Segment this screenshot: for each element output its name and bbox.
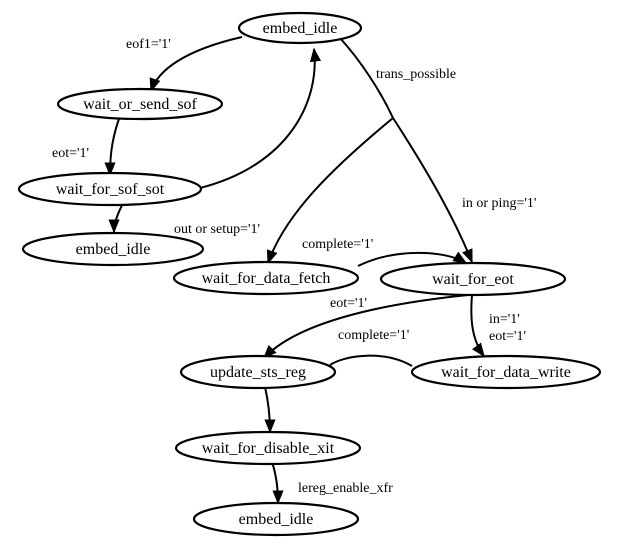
state-label: wait_or_send_sof <box>83 96 197 113</box>
state-label: wait_for_eot <box>432 271 514 288</box>
state-wait-for-eot: wait_for_eot <box>379 261 567 297</box>
label-eof1: eof1='1' <box>126 37 171 52</box>
edge-embed-idle-to-trans-junction <box>339 37 394 119</box>
label-out-or-setup: out or setup='1' <box>174 222 260 237</box>
state-wait-or-send-sof: wait_or_send_sof <box>56 87 224 121</box>
edge-wait-for-data-write-to-update-sts-reg <box>329 354 413 367</box>
edge-junction-to-wait-for-data-fetch <box>266 117 394 265</box>
state-label: wait_for_disable_xit <box>202 440 335 457</box>
state-label: update_sts_reg <box>210 364 306 381</box>
transitions <box>104 36 485 505</box>
state-embed-idle-bottom: embed_idle <box>192 501 360 537</box>
state-label: embed_idle <box>76 241 151 258</box>
label-lereg-enable-xfr: lereg_enable_xfr <box>298 481 393 496</box>
transition-labels: eof1='1' trans_possible eot='1' in or pi… <box>52 37 536 496</box>
state-label: embed_idle <box>239 511 314 528</box>
state-label: wait_for_sof_sot <box>56 181 165 198</box>
state-wait-for-data-write: wait_for_data_write <box>410 354 602 390</box>
edge-junction-to-wait-for-eot <box>392 117 473 264</box>
edge-embed-idle-to-wait-or-send-sof <box>149 36 243 93</box>
edge-wait-or-send-sof-to-wait-for-sof-sot <box>104 115 121 177</box>
state-label: wait_for_data_write <box>441 364 571 381</box>
state-label: embed_idle <box>263 20 338 37</box>
edge-wait-for-eot-to-update-sts-reg <box>263 294 469 360</box>
label-complete-write: complete='1' <box>338 328 409 343</box>
state-wait-for-sof-sot: wait_for_sof_sot <box>17 171 203 207</box>
label-trans-possible: trans_possible <box>376 67 456 82</box>
label-eot-top: eot='1' <box>52 146 89 161</box>
edge-wait-for-sof-sot-to-embed-idle <box>199 47 322 189</box>
state-wait-for-data-fetch: wait_for_data_fetch <box>172 260 360 296</box>
edge-update-sts-reg-to-wait-for-disable-xit <box>264 386 276 434</box>
state-embed-idle-left: embed_idle <box>21 231 205 267</box>
label-in-or-ping: in or ping='1' <box>462 196 536 211</box>
state-update-sts-reg: update_sts_reg <box>179 354 337 390</box>
label-in-eot-line1: in='1' <box>489 312 520 327</box>
state-wait-for-disable-xit: wait_for_disable_xit <box>174 430 362 466</box>
edge-wait-for-disable-xit-to-embed-idle-bottom <box>271 461 284 505</box>
label-in-eot-line2: eot='1' <box>489 329 526 344</box>
edge-wait-for-eot-to-wait-for-data-write <box>470 294 485 358</box>
label-eot-mid: eot='1' <box>330 296 367 311</box>
label-complete-fetch: complete='1' <box>302 237 373 252</box>
edge-wait-for-data-fetch-to-wait-for-eot <box>357 251 468 267</box>
state-label: wait_for_data_fetch <box>202 270 331 287</box>
state-embed-idle-top: embed_idle <box>237 11 363 45</box>
